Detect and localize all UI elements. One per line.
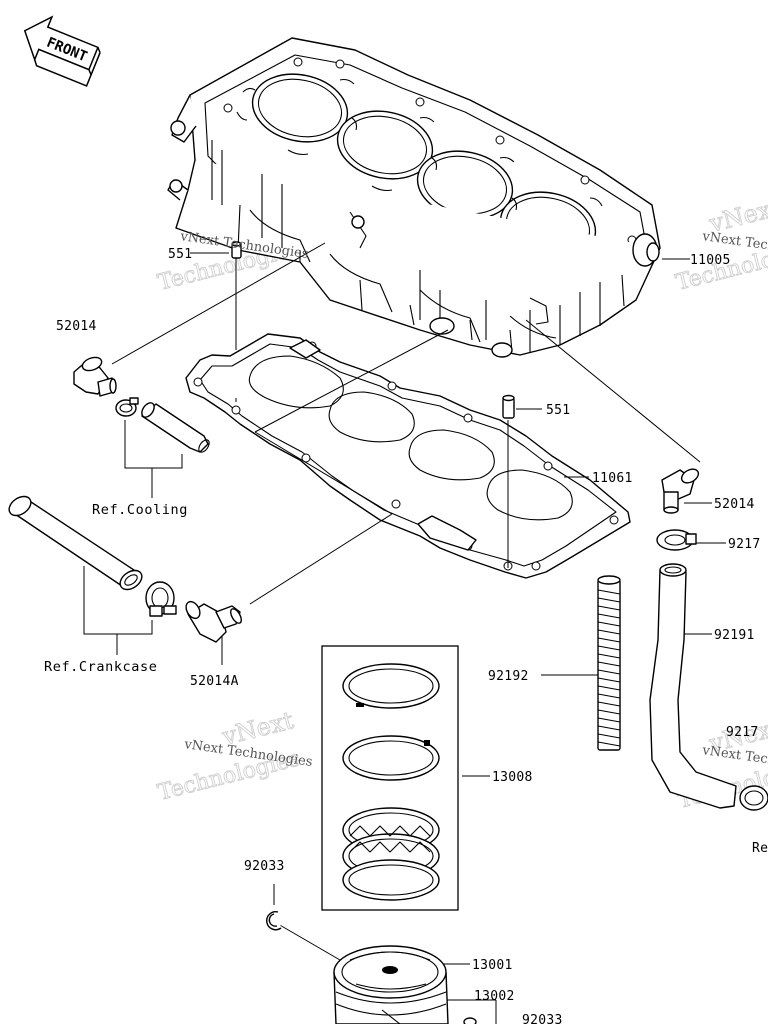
callout-92191: 92191 xyxy=(714,628,755,643)
elbow-fitting-52014-left xyxy=(73,356,117,397)
leader-lines xyxy=(83,242,726,1024)
callout-9217-lower: 9217 xyxy=(726,725,759,740)
callout-551-mid: 551 xyxy=(546,403,570,418)
elbow-fitting-52014A xyxy=(185,600,242,643)
stud-bolt-92192 xyxy=(597,575,621,751)
callout-92033-bottom: 92033 xyxy=(522,1013,563,1024)
dowel-pin-top xyxy=(231,241,242,259)
callout-13001: 13001 xyxy=(472,958,513,973)
callout-11005: 11005 xyxy=(690,253,731,268)
callout-551-top: 551 xyxy=(168,247,192,262)
callout-52014-right: 52014 xyxy=(714,497,755,512)
callout-52014A: 52014A xyxy=(190,674,239,689)
callout-92192: 92192 xyxy=(488,669,529,684)
head-gasket xyxy=(185,333,631,579)
elbow-fitting-52014-right xyxy=(661,468,700,514)
callout-9217-upper: 9217 xyxy=(728,537,761,552)
ref-cooling-label: Ref.Cooling xyxy=(92,502,188,518)
hose-clamp-crankcase xyxy=(145,581,177,617)
front-arrow-icon: FRONT xyxy=(23,15,101,87)
callout-52014-left: 52014 xyxy=(56,319,97,334)
hose-clamp-cooling xyxy=(115,397,139,417)
crankcase-tube xyxy=(8,495,143,591)
circlip-92033 xyxy=(266,911,282,931)
cylinder-block xyxy=(167,37,661,358)
piston-ring-set xyxy=(321,645,459,911)
callout-92033-left: 92033 xyxy=(244,859,285,874)
callout-11061: 11061 xyxy=(592,471,633,486)
hose-clamp-9217-upper xyxy=(656,529,697,551)
callout-13008: 13008 xyxy=(492,770,533,785)
callout-labels: 551 vNext Technologies 52014 11005 vNext… xyxy=(44,229,768,1024)
piston-13001 xyxy=(333,945,477,1024)
hose-clamp-9217-lower xyxy=(739,785,768,811)
callout-13002: 13002 xyxy=(474,989,515,1004)
coolant-hose-92191 xyxy=(649,563,737,809)
cooling-hose xyxy=(141,402,210,453)
dowel-pin-mid xyxy=(502,394,515,419)
ref-crankcase-label: Ref.Crankcase xyxy=(44,659,157,675)
callout-re-fragment: Re xyxy=(752,841,768,856)
